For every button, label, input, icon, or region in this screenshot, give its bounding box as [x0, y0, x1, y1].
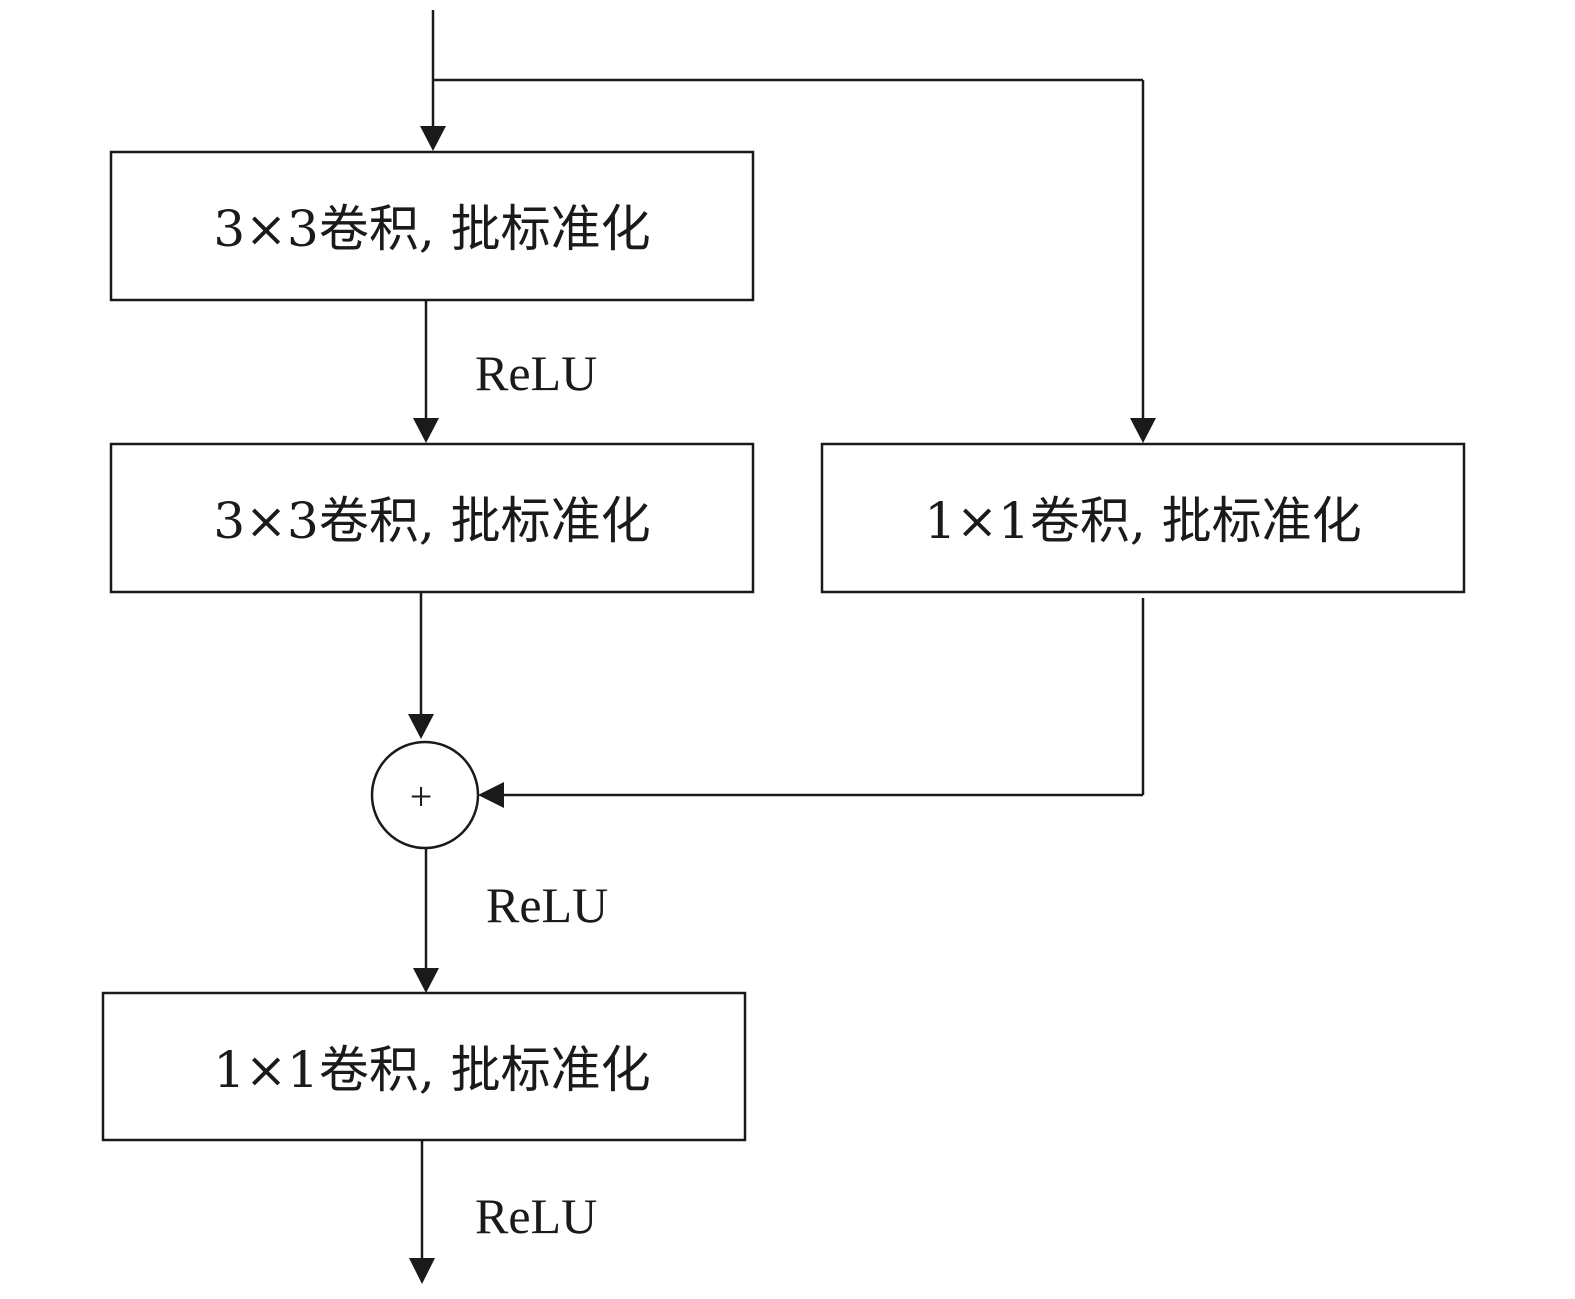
output-arrow — [409, 1258, 435, 1284]
relu-label-1: ReLU — [475, 345, 597, 401]
relu-label-3: ReLU — [475, 1188, 597, 1244]
arrow-to-conv1x1-out — [413, 968, 439, 993]
arrow-to-add — [408, 714, 434, 739]
relu-label-2: ReLU — [486, 877, 608, 933]
add-symbol: + — [410, 774, 433, 819]
conv3x3-b-label: 3×3卷积, 批标准化 — [213, 492, 650, 550]
arrow-to-conv3x3-b — [413, 418, 439, 443]
arrow-shortcut-into-add — [478, 782, 504, 808]
conv3x3-a-box — [109, 150, 755, 302]
conv1x1-out-label: 1×1卷积, 批标准化 — [213, 1041, 650, 1099]
conv3x3-b-box — [109, 442, 755, 594]
conv1x1-out-box — [101, 991, 747, 1142]
conv1x1-shortcut-box — [820, 442, 1466, 594]
conv1x1-shortcut-label: 1×1卷积, 批标准化 — [924, 492, 1361, 550]
arrow-to-shortcut-conv — [1130, 418, 1156, 443]
conv3x3-a-label: 3×3卷积, 批标准化 — [213, 200, 650, 258]
arrow-to-conv3x3-a — [420, 126, 446, 151]
